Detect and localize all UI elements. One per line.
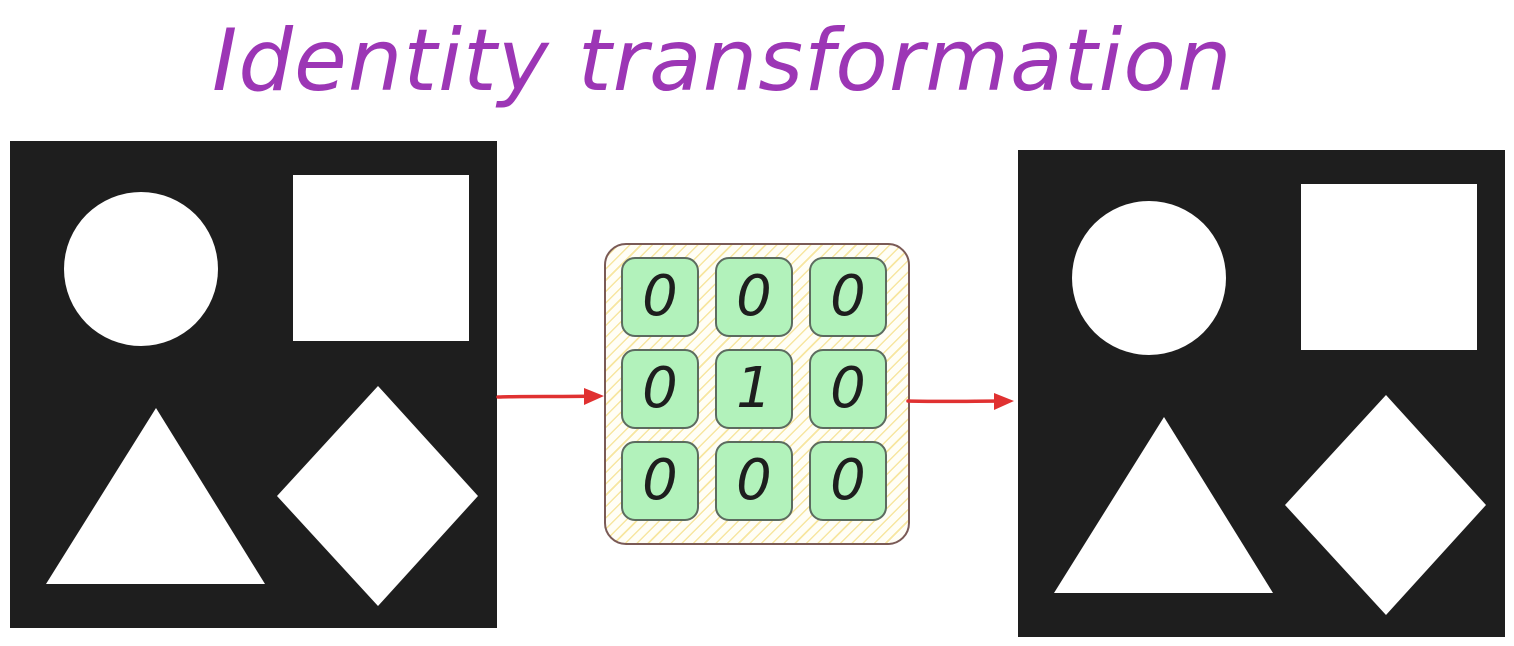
kernel-cell: 0 [809,441,887,521]
kernel-cell: 0 [621,349,699,429]
kernel-cell: 0 [715,441,793,521]
input-square-shape [293,175,469,341]
diagram-title: Identity transformation [212,11,1233,111]
arrow-right-icon [906,393,1014,410]
output-square-shape [1301,184,1477,350]
output-triangle-shape [1054,417,1273,593]
kernel-grid: 0 0 0 0 1 0 0 0 0 [621,257,887,521]
kernel-cell-center: 1 [715,349,793,429]
input-image [10,141,497,628]
output-shapes-canvas [1054,184,1486,615]
output-image [1018,150,1505,637]
kernel-cell: 0 [621,441,699,521]
output-diamond-shape [1285,395,1486,615]
input-circle-shape [64,192,218,346]
arrow-right-icon [496,388,604,405]
input-triangle-shape [46,408,265,584]
kernel-cell: 0 [809,257,887,337]
kernel-cell: 0 [715,257,793,337]
input-shapes-canvas [46,175,478,606]
output-circle-shape [1072,201,1226,355]
input-diamond-shape [277,386,478,606]
kernel-cell: 0 [621,257,699,337]
kernel-matrix: 0 0 0 0 1 0 0 0 0 [604,243,910,545]
kernel-cell: 0 [809,349,887,429]
